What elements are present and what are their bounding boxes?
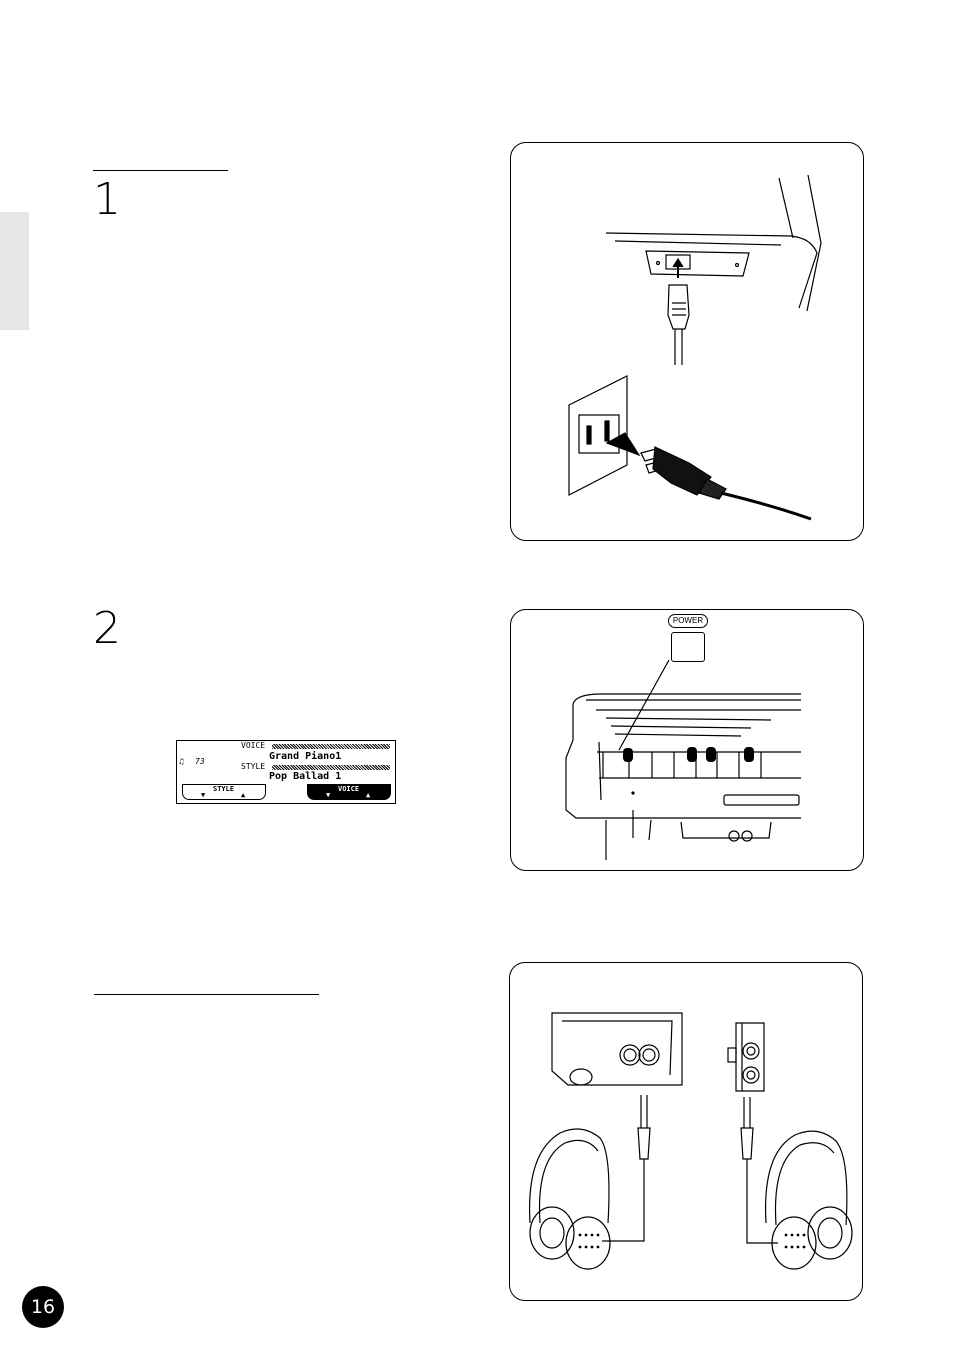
section-rule-3 (94, 994, 319, 995)
lcd-display: VOICE Grand Piano1 ♫ 73 STYLE Pop Ballad… (176, 740, 396, 804)
lcd-voice-name: Grand Piano1 (269, 751, 342, 762)
power-button[interactable] (671, 632, 705, 662)
power-connection-illustration (510, 142, 864, 541)
page-number-badge: 16 (22, 1286, 64, 1328)
lcd-voice-button-label: VOICE (338, 785, 360, 793)
lcd-voice-label: VOICE (241, 741, 266, 750)
lcd-style-name: Pop Ballad 1 (269, 771, 342, 782)
down-arrow-icon: ▼ (201, 791, 206, 799)
lcd-voice-bar (272, 744, 390, 749)
keyboard-drawing (565, 659, 801, 860)
lcd-style-button[interactable]: STYLE ▼ ▲ (182, 784, 266, 800)
metronome-icon: ♫ (179, 757, 184, 766)
headphones-drawing (528, 1012, 853, 1270)
up-arrow-icon: ▲ (366, 791, 371, 799)
chapter-side-tab (0, 212, 29, 330)
lcd-style-label: STYLE (241, 762, 266, 771)
down-arrow-icon: ▼ (326, 791, 331, 799)
power-switch-illustration: POWER (510, 609, 864, 871)
headphones-illustration (509, 962, 863, 1301)
lcd-tempo-value: 73 (195, 757, 205, 766)
up-arrow-icon: ▲ (241, 791, 246, 799)
step-number-2: 2 (93, 603, 121, 654)
section-rule-1 (93, 170, 228, 171)
step-number-1: 1 (93, 174, 121, 225)
lcd-voice-button[interactable]: VOICE ▼ ▲ (307, 784, 391, 800)
lcd-style-bar (272, 765, 390, 770)
lcd-style-button-label: STYLE (213, 785, 235, 793)
power-label: POWER (668, 614, 708, 628)
power-cord-drawing (568, 174, 822, 521)
